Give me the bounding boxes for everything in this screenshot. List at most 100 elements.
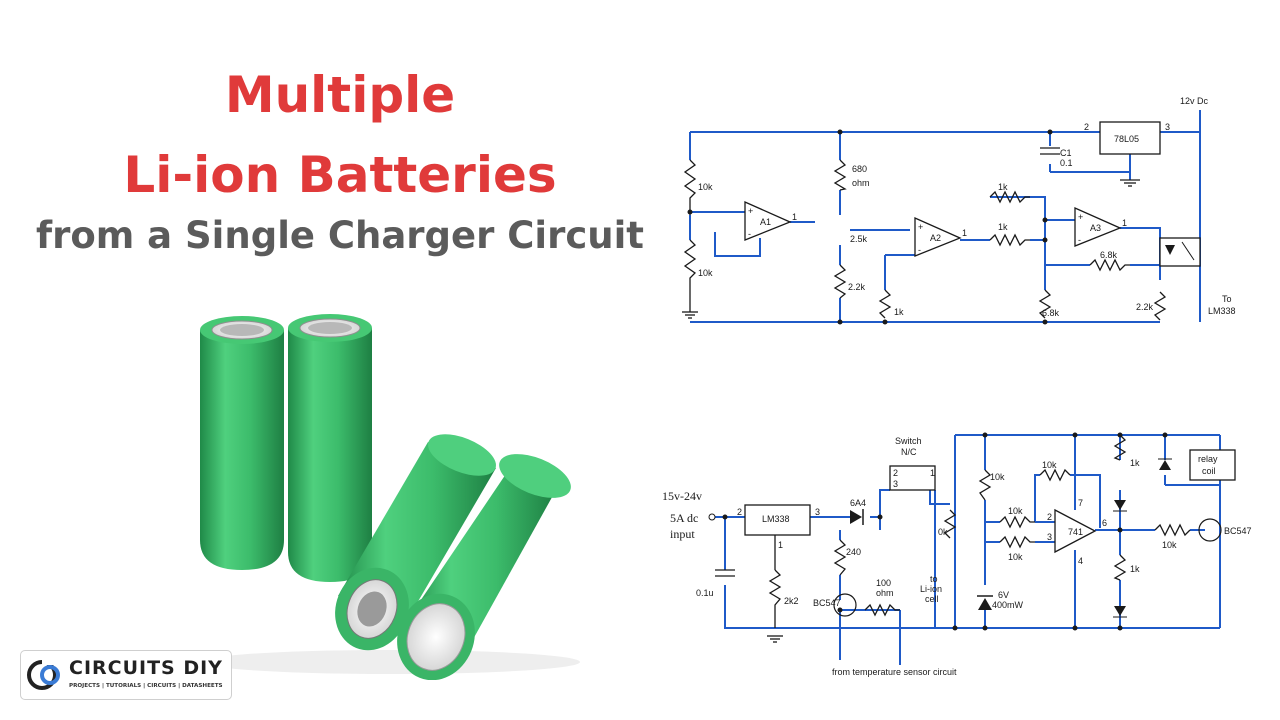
- label-r-1k-bottom: 1k: [1130, 564, 1140, 574]
- opto-transistor-icon: [1181, 241, 1195, 261]
- logo-name: CIRCUITS DIY: [69, 657, 223, 679]
- label-cell: cell: [925, 594, 939, 604]
- label-op-pin7: 7: [1078, 498, 1083, 508]
- right-diodes: [1113, 458, 1172, 618]
- label-reg-pin3: 3: [1165, 122, 1170, 132]
- label-relay-coil: coil: [1202, 466, 1216, 476]
- cap-0-1u: [715, 569, 735, 577]
- label-op-pin6: 6: [1102, 518, 1107, 528]
- label-switch: Switch: [895, 436, 922, 446]
- circuits-diy-logo-icon: [27, 659, 60, 690]
- opamp-741: [1054, 508, 1097, 554]
- ground-symbols: [682, 179, 1140, 319]
- battery-lying-front: [397, 454, 571, 680]
- label-to: to: [930, 574, 938, 584]
- opamp-a2: [914, 216, 962, 257]
- diode-6a4: [850, 509, 864, 525]
- label-r-10k-base: 10k: [1162, 540, 1177, 550]
- label-r-1k-bottom: 1k: [894, 307, 904, 317]
- label-zener-6v: 6V: [998, 590, 1009, 600]
- regulator-lm338: [744, 504, 811, 536]
- label-a1-minus: -: [748, 229, 751, 239]
- title-line-1: Multiple: [224, 66, 456, 124]
- label-r-2-2k-right: 2.2k: [1136, 302, 1154, 312]
- label-lm338-out: LM338: [1208, 306, 1236, 316]
- label-bc547-right: BC547: [1224, 526, 1252, 536]
- label-lm338-pin3: 3: [815, 507, 820, 517]
- battery-standing-right: [288, 314, 372, 582]
- label-r-100-unit: ohm: [876, 588, 894, 598]
- label-c1-value: 0.1: [1060, 158, 1073, 168]
- label-r-680: 680: [852, 164, 867, 174]
- label-zener-power: 400mW: [992, 600, 1024, 610]
- label-a3-pin: 1: [1122, 218, 1127, 228]
- label-op-pin3: 3: [1047, 532, 1052, 542]
- label-pot-0k: 0k: [938, 527, 948, 537]
- label-r-6-8k-gnd: 6.8k: [1042, 308, 1060, 318]
- label-r-10k-top: 10k: [698, 182, 713, 192]
- label-a2-minus: -: [918, 245, 921, 255]
- label-sw-pin1: 1: [930, 468, 935, 478]
- label-a1-plus: +: [748, 206, 753, 216]
- label-r-6-8k-fb: 6.8k: [1100, 250, 1118, 260]
- top-resistors: [683, 159, 1167, 321]
- label-a3: A3: [1090, 223, 1101, 233]
- label-c1: C1: [1060, 148, 1072, 158]
- top-junctions: [687, 129, 1053, 325]
- label-cap-0-1u: 0.1u: [696, 588, 714, 598]
- label-lm338: LM338: [762, 514, 790, 524]
- label-r-680-unit: ohm: [852, 178, 870, 188]
- opamp-a1: [744, 200, 792, 241]
- label-r-10k-b: 10k: [1008, 506, 1023, 516]
- label-to: To: [1222, 294, 1232, 304]
- label-op-pin2: 2: [1047, 512, 1052, 522]
- zener-diode: [977, 595, 993, 610]
- label-12v: 12v Dc: [1180, 96, 1209, 106]
- label-r-10k-fb: 10k: [1042, 460, 1057, 470]
- label-r-1k-in: 1k: [998, 222, 1008, 232]
- label-r-1k-top: 1k: [1130, 458, 1140, 468]
- battery-lying-back: [335, 434, 496, 651]
- label-pot-2k2: 2k2: [784, 596, 799, 606]
- label-li-ion: Li-ion: [920, 584, 942, 594]
- transistor-bc547-left: [833, 593, 857, 617]
- label-6a4: 6A4: [850, 498, 866, 508]
- label-r-10k-a: 10k: [990, 472, 1005, 482]
- label-sw-pin3: 3: [893, 479, 898, 489]
- label-r-240: 240: [846, 547, 861, 557]
- label-op-pin4: 4: [1078, 556, 1083, 566]
- label-r-10k-bottom: 10k: [698, 268, 713, 278]
- relay-coil: [1189, 449, 1236, 481]
- label-r-2-2k-mid: 2.2k: [848, 282, 866, 292]
- bottom-junctions: [722, 432, 1168, 631]
- label-a3-plus: +: [1078, 212, 1083, 222]
- label-input-a: 5A dc: [670, 511, 698, 525]
- opamp-a3: [1074, 206, 1122, 247]
- label-pot-2-5k: 2.5k: [850, 234, 868, 244]
- label-a1: A1: [760, 217, 771, 227]
- bottom-wires: [715, 434, 1221, 665]
- bottom-ground: [767, 635, 783, 643]
- cap-c1: [1040, 147, 1060, 155]
- transistor-bc547-right: [1198, 518, 1222, 542]
- label-a1-pin: 1: [792, 212, 797, 222]
- optocoupler: [1159, 237, 1201, 267]
- label-relay: relay: [1198, 454, 1218, 464]
- label-a2-pin: 1: [962, 228, 967, 238]
- label-input-v: 15v-24v: [662, 489, 702, 503]
- label-r-100: 100: [876, 578, 891, 588]
- label-input-word: input: [670, 527, 695, 541]
- label-78l05: 78L05: [1114, 134, 1139, 144]
- top-circuit-diagram: 12v Dc 78L05 2 3 C1 0.1 10k 10k 680 ohm …: [682, 96, 1236, 325]
- label-bc547-left: BC547: [813, 598, 841, 608]
- title-line-2: Li-ion Batteries: [123, 146, 557, 204]
- label-from-sensor: from temperature sensor circuit: [832, 667, 957, 677]
- label-r-10k-c: 10k: [1008, 552, 1023, 562]
- label-a3-minus: -: [1078, 235, 1081, 245]
- opto-led-icon: [1165, 245, 1175, 255]
- label-lm338-pin1: 1: [778, 540, 783, 550]
- input-terminal-icon: [708, 513, 716, 521]
- logo-tagline: PROJECTS | TUTORIALS | CIRCUITS | DATASH…: [69, 683, 223, 689]
- switch-nc: [889, 465, 936, 491]
- circuits-diy-logo[interactable]: CIRCUITS DIY PROJECTS | TUTORIALS | CIRC…: [20, 650, 232, 700]
